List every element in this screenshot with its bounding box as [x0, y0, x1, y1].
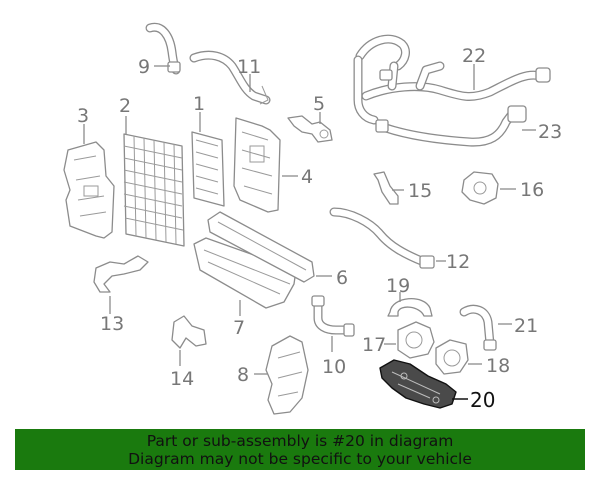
label-13: 13 — [100, 313, 124, 335]
banner-line-2: Diagram may not be specific to your vehi… — [128, 450, 472, 468]
label-15: 15 — [408, 180, 432, 202]
label-16: 16 — [520, 179, 544, 201]
label-7: 7 — [233, 317, 245, 339]
label-23: 23 — [538, 121, 562, 143]
part-14-bracket — [171, 315, 207, 349]
part-15-bracket — [373, 171, 399, 205]
part-7-lower-tank — [193, 237, 297, 309]
label-9: 9 — [138, 56, 150, 78]
parts-diagram: 9 11 5 22 23 — [63, 22, 562, 415]
part-13-bracket — [93, 255, 149, 293]
label-4: 4 — [301, 166, 313, 188]
label-21: 21 — [514, 315, 538, 337]
part-18-pump — [435, 339, 469, 375]
part-2-radiator — [123, 133, 185, 247]
label-1: 1 — [193, 93, 205, 115]
info-banner: Part or sub-assembly is #20 in diagram D… — [15, 429, 585, 470]
label-17: 17 — [362, 334, 386, 356]
part-19-clamp — [387, 298, 433, 317]
part-17-pump — [397, 321, 435, 359]
banner-line-1: Part or sub-assembly is #20 in diagram — [146, 432, 454, 450]
part-16-valve — [461, 171, 499, 205]
part-12-hose — [329, 207, 435, 269]
label-14: 14 — [170, 368, 194, 390]
label-5: 5 — [313, 93, 325, 115]
label-11: 11 — [237, 56, 261, 78]
part-11-hose — [189, 50, 271, 105]
part-3-shroud — [63, 141, 115, 239]
part-1-condenser — [191, 131, 225, 207]
part-4-fan-frame — [233, 117, 281, 213]
part-21-hose — [459, 304, 497, 351]
part-9-hose — [145, 22, 181, 75]
label-12: 12 — [446, 251, 470, 273]
label-6: 6 — [336, 267, 348, 289]
label-3: 3 — [77, 105, 89, 127]
label-10: 10 — [322, 356, 346, 378]
label-2: 2 — [119, 95, 131, 117]
label-18: 18 — [486, 355, 510, 377]
part-20-highlighted-bracket — [379, 359, 457, 409]
part-8-bracket — [265, 335, 309, 415]
part-10-hose — [311, 295, 355, 337]
label-22: 22 — [462, 45, 486, 67]
part-22-hose-assembly — [353, 34, 551, 125]
part-5-bracket — [287, 115, 333, 143]
part-6-cooler — [207, 211, 315, 283]
label-20: 20 — [470, 388, 495, 412]
label-8: 8 — [237, 364, 249, 386]
part-23-hose — [375, 105, 527, 147]
label-19: 19 — [386, 275, 410, 297]
